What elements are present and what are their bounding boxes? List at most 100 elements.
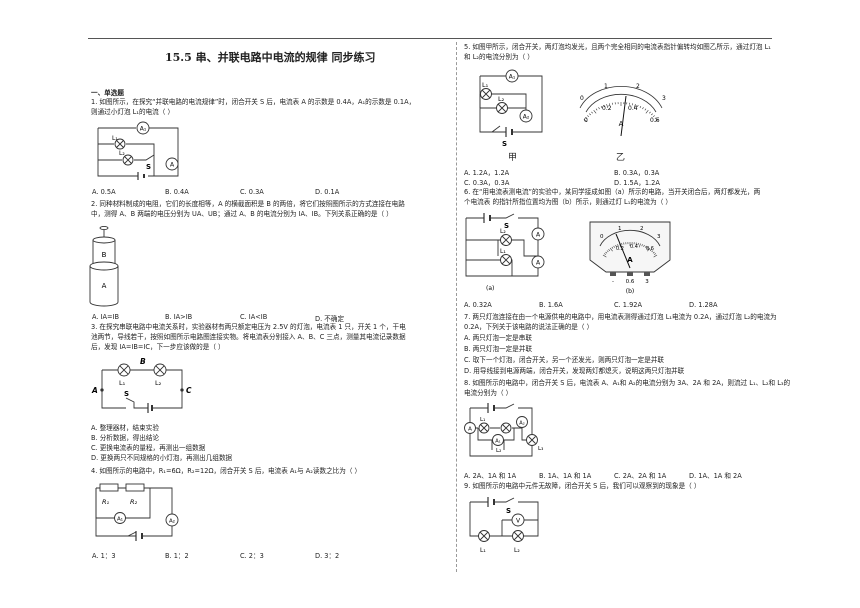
page-title: 15.5 串、并联电路中电流的规律 同步练习 xyxy=(165,51,376,64)
q8-a1-label: A₁ xyxy=(495,439,500,445)
q2-option-c[interactable]: C. IA<IB xyxy=(240,313,268,321)
q3-option-a[interactable]: A. 整理器材，结束实验 xyxy=(91,424,159,432)
q5-fig-yi-caption: 乙 xyxy=(616,153,626,163)
q8-line-1: 8. 如图所示的电路中，闭合开关 S 后，电流表 A、A₁和 A₂的电流分别为 … xyxy=(464,379,791,387)
q5-bottom-0: 0 xyxy=(584,117,588,124)
q6-fig-b-caption: (b) xyxy=(626,288,635,295)
q9-l2-label: L₂ xyxy=(514,547,520,554)
q3-l2-label: L₂ xyxy=(155,379,162,387)
meter-tick xyxy=(603,104,605,107)
q7-option-c[interactable]: C. 取下一个灯泡，闭合开关，另一个还发光，则两只灯泡一定是并联 xyxy=(464,356,665,364)
q3-option-c[interactable]: C. 更换电流表的量程，再测出一组数据 xyxy=(91,444,206,452)
q6-bottom-1: 0.4 xyxy=(630,244,638,250)
q1-option-d[interactable]: D. 0.1A xyxy=(315,188,340,196)
meter-tick xyxy=(587,115,590,118)
meter-tick xyxy=(598,107,600,110)
q5-meter-needle xyxy=(620,95,627,137)
meter-tick xyxy=(637,104,639,107)
q6-line-1: 6. 在“用电流表测电流”的实验中，某同学接成如图（a）所示的电路，当开关闭合后… xyxy=(464,188,761,196)
meter-tick xyxy=(621,242,623,246)
q3-switch-label: S xyxy=(124,390,129,398)
q2-option-b[interactable]: B. IA>IB xyxy=(165,313,193,321)
q8-option-b[interactable]: B. 1A、1A 和 1A xyxy=(539,472,592,480)
q8-option-d[interactable]: D. 1A、1A 和 2A xyxy=(689,472,742,480)
meter-tick xyxy=(611,246,614,249)
meter-tick xyxy=(651,113,653,116)
meter-tick xyxy=(649,249,652,251)
q1-l1-label: L₁ xyxy=(112,135,118,142)
q8-a2-label: A₂ xyxy=(519,421,524,427)
q7-option-b[interactable]: B. 两只灯泡一定是并联 xyxy=(464,345,533,353)
q4-option-b[interactable]: B. 1：2 xyxy=(165,552,189,560)
q2-option-d[interactable]: D. 不确定 xyxy=(315,315,345,323)
q5-circuit-diagram-jia: A₁ A₂ L₁ L₂ S xyxy=(479,69,543,148)
q1-option-c[interactable]: C. 0.3A xyxy=(240,188,264,196)
q4-a1-label: A₁ xyxy=(117,517,123,523)
meter-tick xyxy=(606,250,609,253)
q3-point-a: A xyxy=(91,386,98,395)
meter-tick xyxy=(591,111,593,114)
meter-tick xyxy=(646,246,649,249)
meter-tick xyxy=(652,115,655,118)
q5-bottom-2: 0.4 xyxy=(628,105,638,112)
q6-top-1: 1 xyxy=(618,226,622,232)
meter-tick xyxy=(604,253,606,255)
q5-option-b[interactable]: B. 0.3A，0.3A xyxy=(614,169,660,177)
q5-top-0: 0 xyxy=(580,95,584,102)
q4-r2-label: R₂ xyxy=(130,498,138,506)
q6-terminal-0-6: 0.6 xyxy=(626,279,635,285)
q8-option-c[interactable]: C. 2A、2A 和 1A xyxy=(614,472,667,480)
q8-circuit-diagram: A A₁ A₂ L₁ L₂ L₃ xyxy=(464,403,543,457)
q7-option-d[interactable]: D. 用导线接到电源两端，闭合开关，发现两灯都熄灭，说明这两只灯泡并联 xyxy=(464,367,685,375)
q6-top-2: 2 xyxy=(640,226,644,232)
q3-option-d[interactable]: D. 更换两只不同规格的小灯泡，再测出几组数据 xyxy=(91,454,233,462)
q5-line-1: 5. 如图甲所示，闭合开关，两灯泡均发光，且两个完全相同的电流表指针偏转均如图乙… xyxy=(464,43,771,51)
q6-l1-label: L₁ xyxy=(500,248,506,255)
q4-option-a[interactable]: A. 1：3 xyxy=(92,552,116,560)
q5-option-c[interactable]: C. 0.3A，0.3A xyxy=(464,179,510,187)
q1-option-b[interactable]: B. 0.4A xyxy=(165,188,189,196)
meter-tick xyxy=(645,245,647,248)
q6-option-d[interactable]: D. 1.28A xyxy=(689,301,718,309)
meter-tick xyxy=(652,251,655,254)
q1-ammeter-a-label: A xyxy=(170,162,175,169)
column-divider xyxy=(456,42,457,572)
q7-line-1: 7. 两只灯泡连接在由一个电源供电的电路中，用电流表测得通过灯泡 L₁电流为 0… xyxy=(464,313,777,321)
section-heading: 一、单选题 xyxy=(91,89,124,97)
q5-top-1: 1 xyxy=(604,83,608,90)
q8-ammeter-a-label: A xyxy=(468,427,472,433)
q2-line-1: 2. 同种材料制成的电阻，它们的长度相等，A 的横截面积是 B 的两倍，将它们按… xyxy=(91,200,405,208)
meter-tick xyxy=(608,249,611,251)
meter-tick xyxy=(638,243,641,248)
q5-fig-jia-caption: 甲 xyxy=(508,153,518,163)
q6-option-b[interactable]: B. 1.6A xyxy=(539,301,563,309)
q2-option-a[interactable]: A. IA=IB xyxy=(92,313,120,321)
q5-option-d[interactable]: D. 1.5A，1.2A xyxy=(614,179,660,187)
q4-option-d[interactable]: D. 3：2 xyxy=(315,552,340,560)
meter-tick xyxy=(609,247,613,252)
meter-tick xyxy=(617,244,619,247)
q6-ammeter-2-label: A xyxy=(536,260,541,267)
q3-option-b[interactable]: B. 分析数据，得出结论 xyxy=(91,434,160,442)
header-rule xyxy=(88,38,772,39)
q1-option-a[interactable]: A. 0.5A xyxy=(92,188,116,196)
q6-option-c[interactable]: C. 1.92A xyxy=(614,301,642,309)
q3-line-2: 池两节，导线若干，按照如图所示电路图连接实物。将电流表分别接入 A、B、C 三点… xyxy=(91,333,406,341)
meter-tick xyxy=(647,247,651,252)
q8-option-a[interactable]: A. 2A、1A 和 1A xyxy=(464,472,517,480)
meter-tick xyxy=(654,253,656,255)
q1-ammeter-a1-label: A₁ xyxy=(140,126,147,133)
q6-ammeter-1-label: A xyxy=(536,232,541,239)
q5-option-a[interactable]: A. 1.2A，1.2A xyxy=(464,169,510,177)
q9-voltmeter-label: V xyxy=(516,518,521,525)
q7-option-a[interactable]: A. 两只灯泡一定是串联 xyxy=(464,334,532,342)
q4-option-c[interactable]: C. 2：3 xyxy=(240,552,264,560)
q5-line-2: 和 L₂的电流分别为（ ） xyxy=(464,53,534,61)
q7-line-2: 0.2A，下列关于该电路的说法正确的是（ ） xyxy=(464,323,594,331)
q4-a2-label: A₂ xyxy=(169,519,175,525)
meter-tick xyxy=(631,103,633,106)
q5-top-2: 2 xyxy=(636,83,640,90)
q9-l1-label: L₁ xyxy=(480,547,486,554)
q6-option-a[interactable]: A. 0.32A xyxy=(464,301,492,309)
q5-a2-label: A₂ xyxy=(523,114,530,121)
